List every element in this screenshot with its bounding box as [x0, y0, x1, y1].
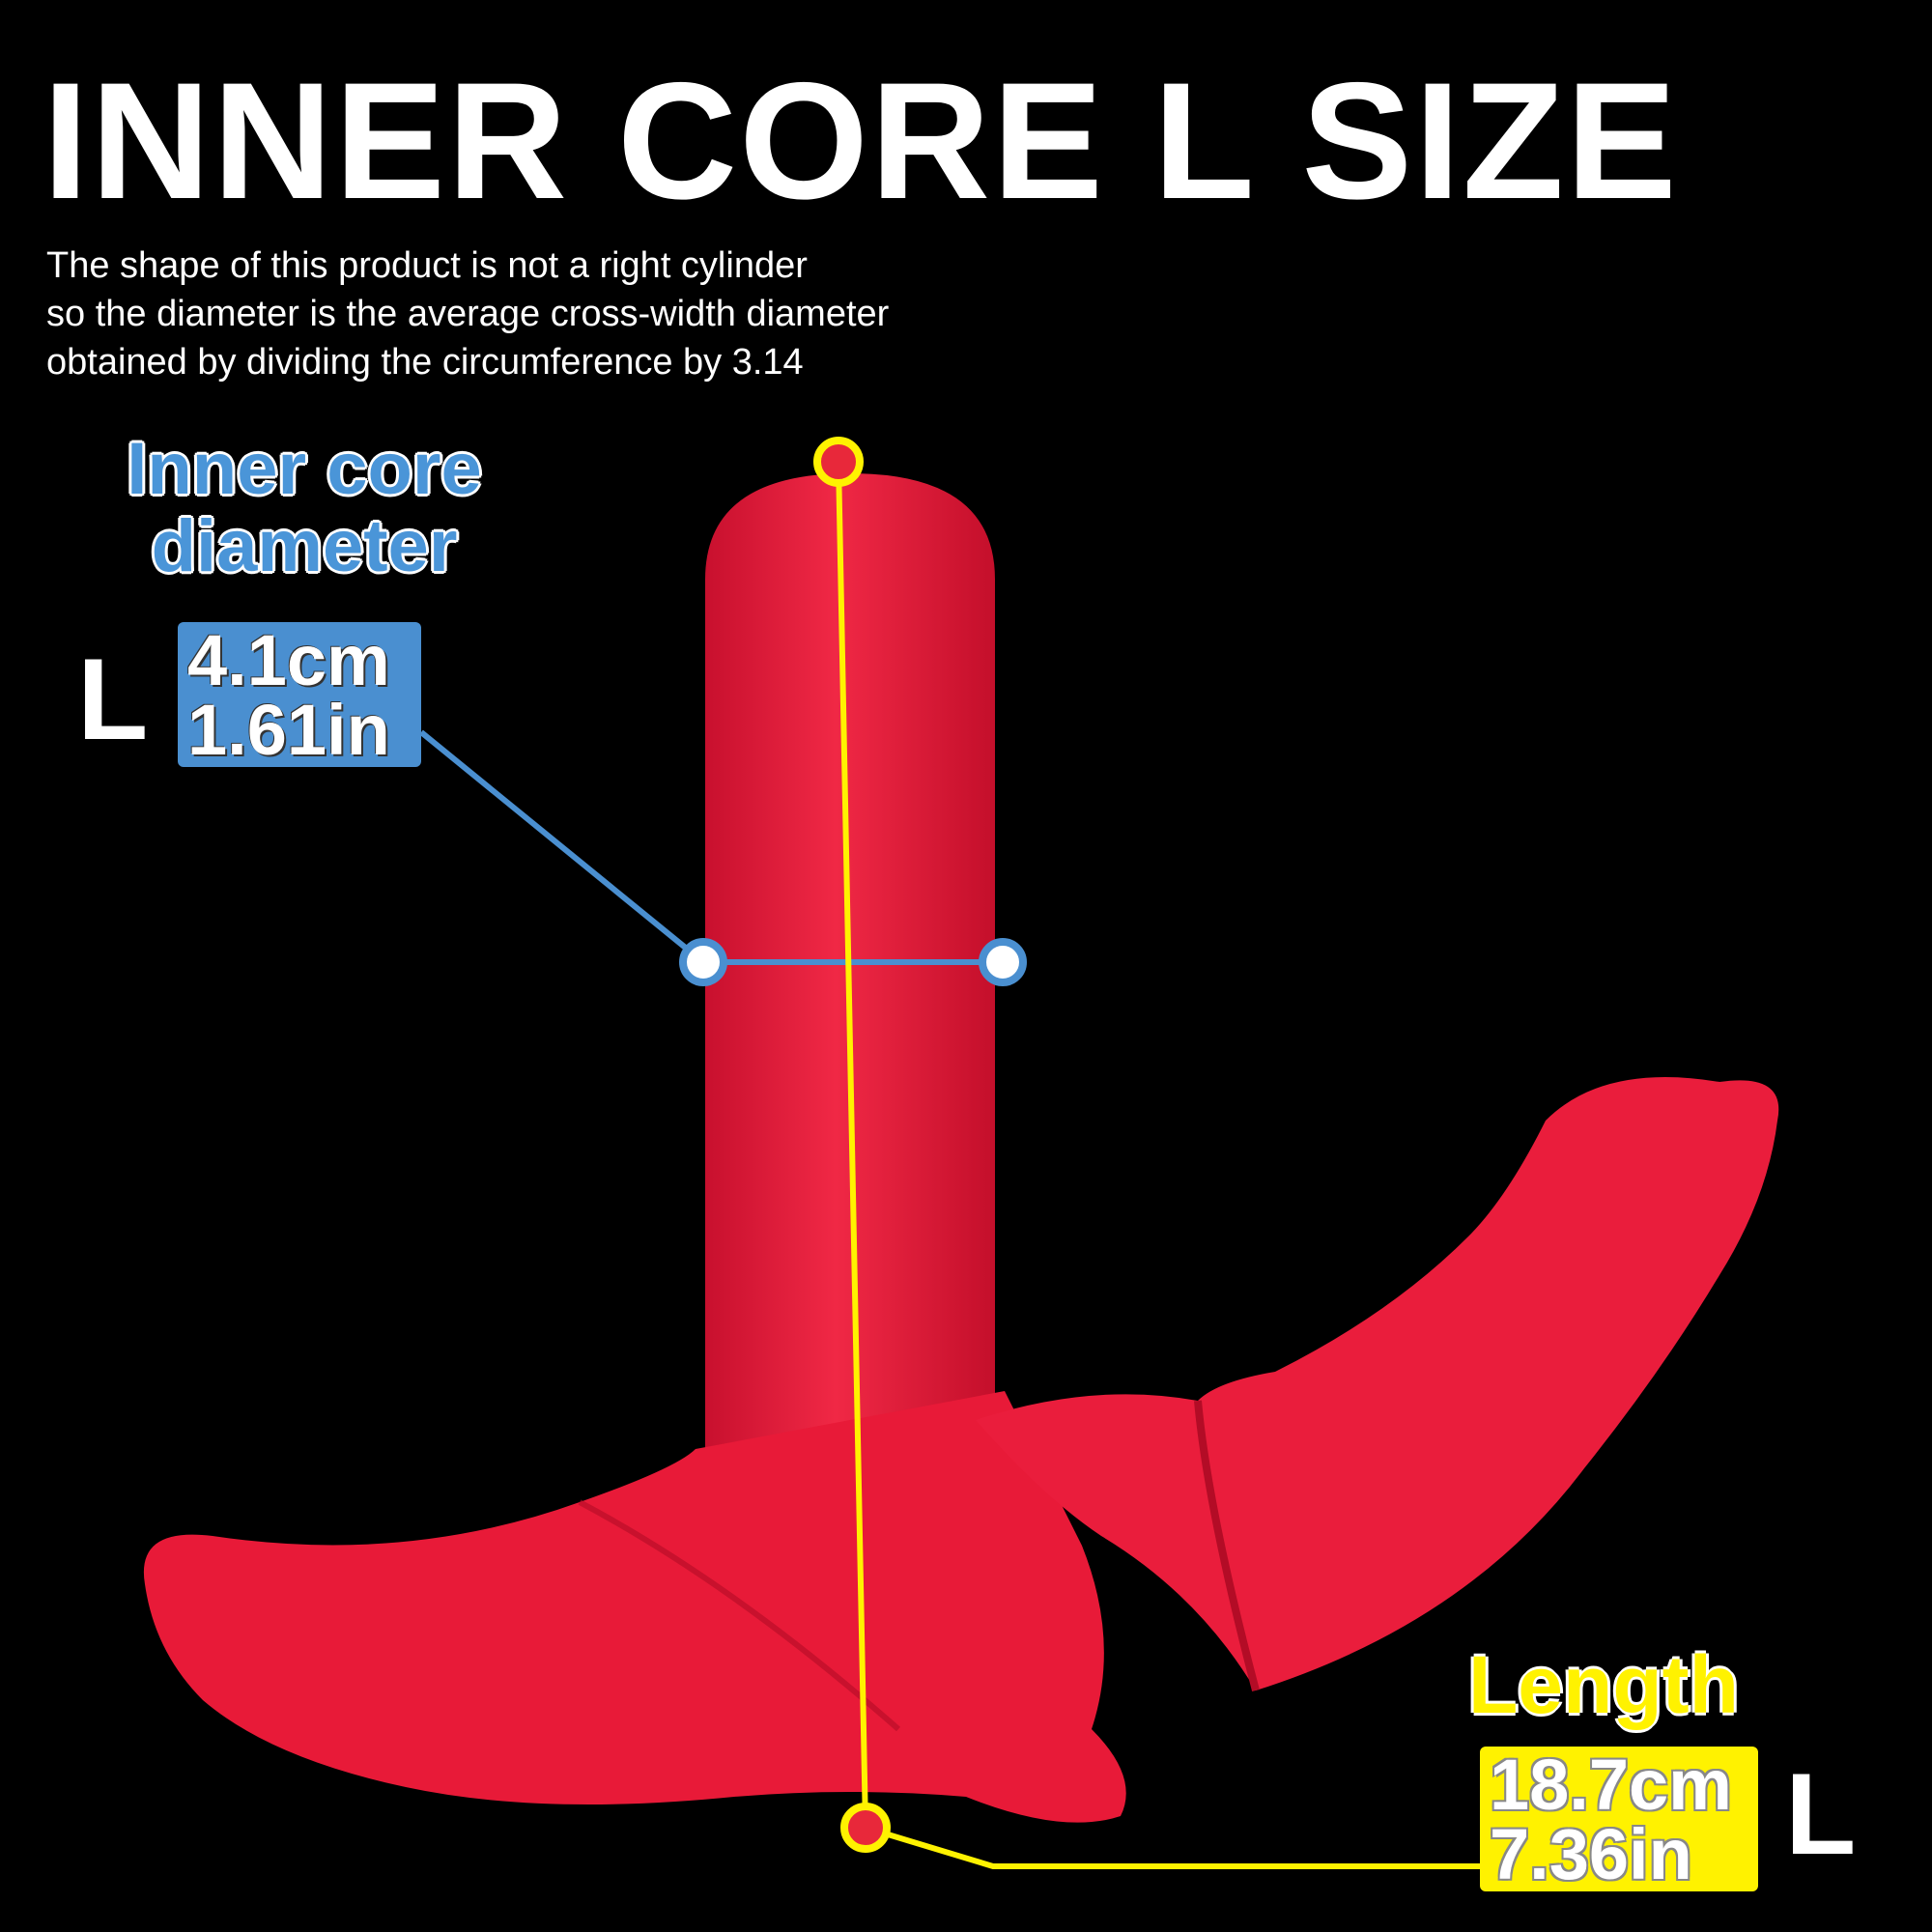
- diameter-marker-left: [679, 938, 727, 986]
- length-in: 7.36in: [1490, 1814, 1692, 1894]
- product-arm-right: [976, 1077, 1779, 1690]
- diameter-heading: Inner core diameter: [106, 431, 502, 585]
- diameter-connector-line: [419, 729, 705, 965]
- diameter-heading-line: diameter: [151, 505, 458, 587]
- length-value-badge: 18.7cm 7.36in: [1480, 1747, 1758, 1891]
- note-line: so the diameter is the average cross-wid…: [46, 294, 890, 334]
- length-connector-line: [865, 1825, 1480, 1869]
- diameter-value-badge: 4.1cm 1.61in: [178, 622, 421, 767]
- shape-note: The shape of this product is not a right…: [46, 242, 889, 386]
- note-line: obtained by dividing the circumference b…: [46, 342, 804, 383]
- length-cm: 18.7cm: [1490, 1745, 1732, 1825]
- diameter-cm: 4.1cm: [187, 620, 390, 700]
- note-line: The shape of this product is not a right…: [46, 245, 808, 286]
- diameter-marker-right: [979, 938, 1027, 986]
- length-size-letter: L: [1785, 1749, 1857, 1879]
- diameter-size-letter: L: [77, 635, 149, 764]
- length-measure-line: [836, 461, 868, 1829]
- length-marker-bottom: [840, 1803, 891, 1853]
- diameter-heading-line: Inner core: [127, 428, 482, 510]
- diameter-in: 1.61in: [187, 690, 390, 770]
- length-heading: Length: [1468, 1639, 1739, 1730]
- length-marker-top: [813, 437, 864, 487]
- product-base-left: [143, 1391, 1126, 1823]
- page-title: INNER CORE L SIZE: [43, 48, 1679, 234]
